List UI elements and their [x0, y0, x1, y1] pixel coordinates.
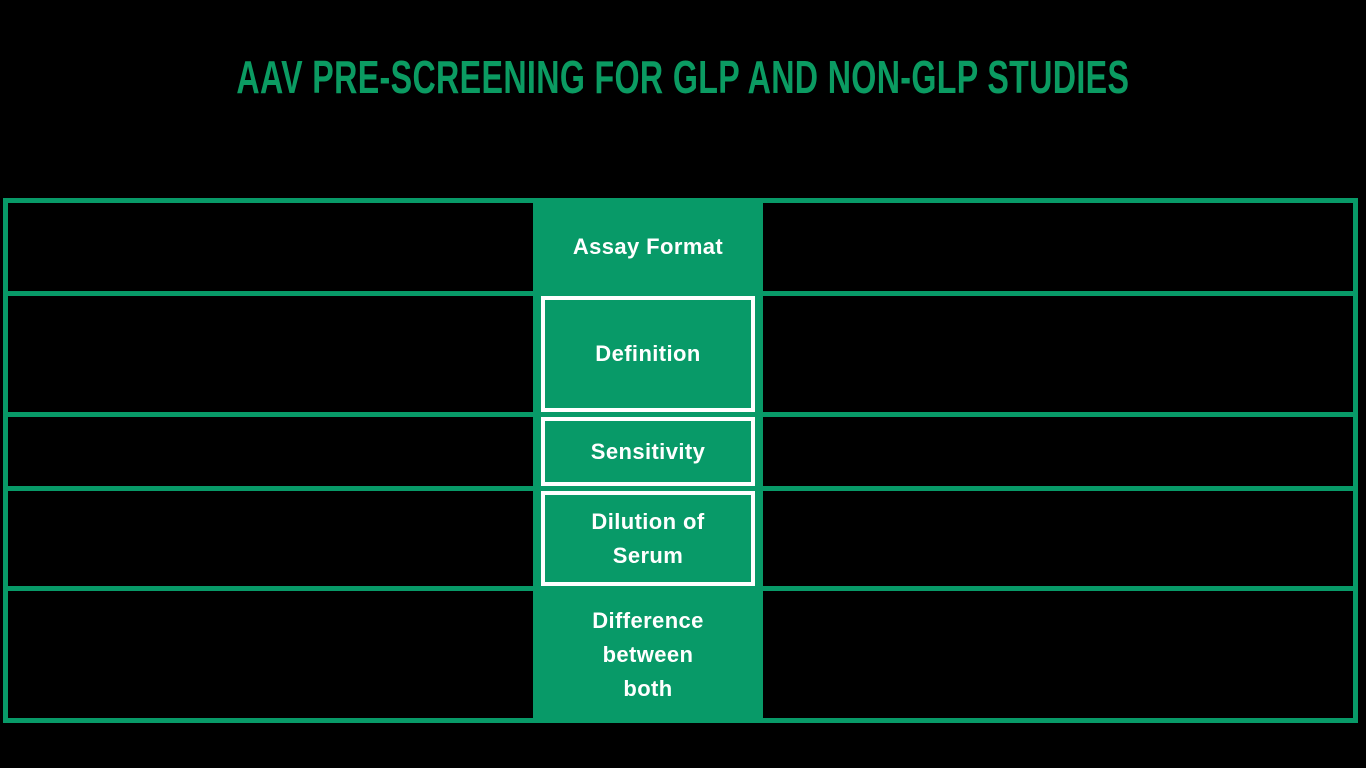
page-title: AAV PRE-SCREENING FOR GLP AND NON-GLP ST… — [0, 52, 1366, 102]
table-cell-right-difference-between-both — [763, 591, 1353, 718]
page-title-text: AAV PRE-SCREENING FOR GLP AND NON-GLP ST… — [236, 51, 1130, 103]
table-cell-left-sensitivity — [8, 417, 533, 486]
row-header-difference-between-both: Difference between both — [538, 591, 758, 718]
table-cell-right-dilution-of-serum — [763, 491, 1353, 586]
table-cell-left-difference-between-both — [8, 591, 533, 718]
table-cell-left-dilution-of-serum — [8, 491, 533, 586]
table-cell-left-assay-format — [8, 203, 533, 291]
table-cell-right-sensitivity — [763, 417, 1353, 486]
row-header-assay-format: Assay Format — [538, 203, 758, 291]
table-cell-right-assay-format — [763, 203, 1353, 291]
row-header-sensitivity: Sensitivity — [541, 417, 755, 486]
row-header-dilution-of-serum: Dilution of Serum — [541, 491, 755, 586]
table-cell-right-definition — [763, 296, 1353, 412]
assay-comparison-table: Assay Format Definition Sensitivity Dilu… — [3, 198, 1358, 723]
row-header-definition: Definition — [541, 296, 755, 412]
table-cell-left-definition — [8, 296, 533, 412]
